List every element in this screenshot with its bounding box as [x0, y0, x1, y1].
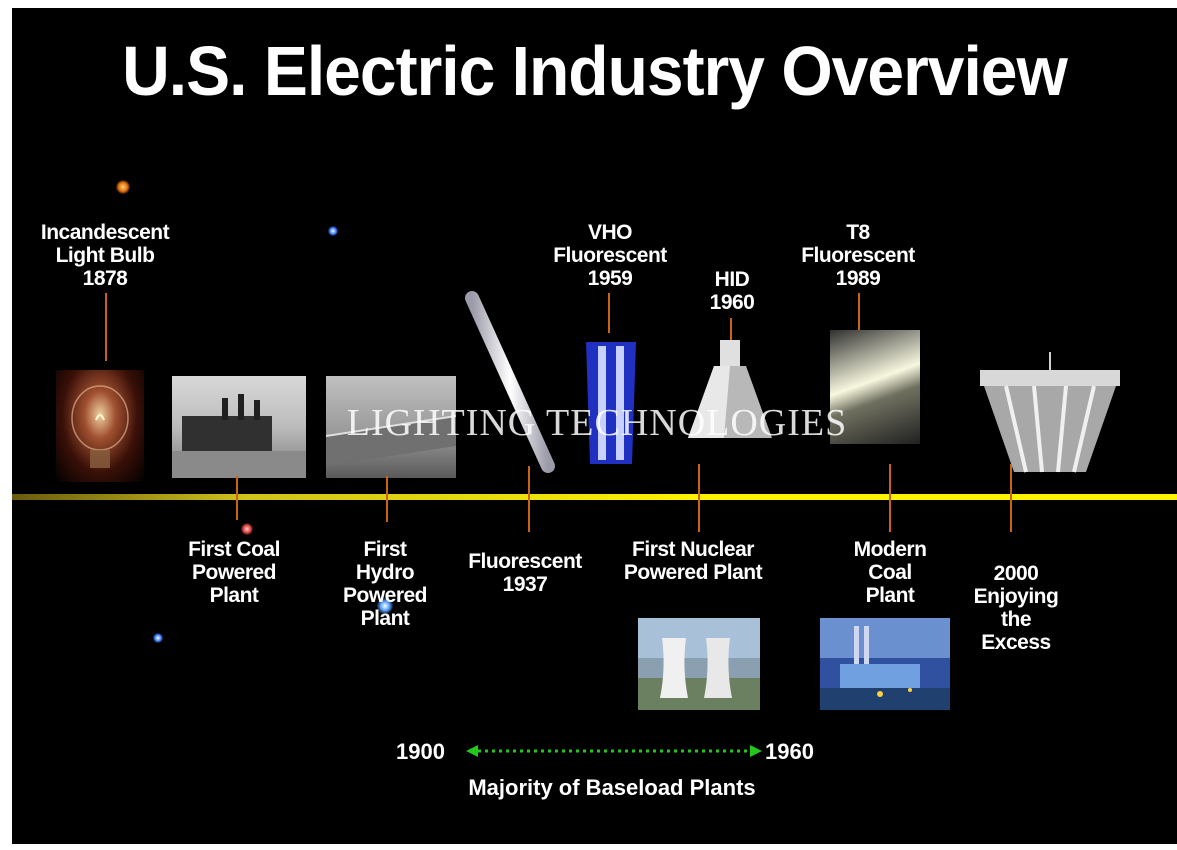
label-first-hydro: First Hydro Powered Plant: [342, 538, 428, 630]
t8-fluorescent-image: [830, 330, 920, 444]
nuclear-plant-image: [638, 618, 760, 710]
star-red: [241, 523, 253, 535]
lighting-technologies-watermark: LIGHTING TECHNOLOGIES: [346, 402, 848, 444]
tick-hydro: [386, 476, 388, 522]
star-orange: [116, 180, 130, 194]
label-first-nuclear: First Nuclear Powered Plant: [623, 538, 763, 584]
coal-plant-image: [172, 376, 306, 478]
tick-incandescent: [105, 293, 107, 361]
label-t8-fluorescent: T8 Fluorescent 1989: [801, 221, 915, 290]
label-fluorescent-1937: Fluorescent 1937: [468, 550, 582, 596]
star-blue: [328, 226, 338, 236]
slide-title: U.S. Electric Industry Overview: [122, 32, 1068, 110]
star-blue-hydro: [377, 598, 393, 614]
tick-nuclear: [698, 464, 700, 532]
fluorescent-tube-image: [465, 291, 555, 473]
hydro-plant-image: [325, 376, 457, 478]
range-end-year: 1960: [765, 739, 814, 764]
tick-fluorescent: [528, 466, 530, 532]
slide: U.S. Electric Industry Overview Incandes…: [12, 8, 1177, 844]
light-bulb-image: [56, 370, 144, 482]
label-enjoying-excess: 2000 Enjoying the Excess: [973, 562, 1059, 654]
label-incandescent: Incandescent Light Bulb 1878: [40, 221, 170, 290]
range-start-year: 1900: [396, 739, 445, 764]
timeline-bar: [12, 494, 1177, 500]
modern-fixture-image: [980, 352, 1120, 473]
range-caption: Majority of Baseload Plants: [468, 775, 756, 800]
label-vho-fluorescent: VHO Fluorescent 1959: [553, 221, 667, 290]
star-blue-small: [153, 633, 163, 643]
hid-lamp-image: [688, 340, 772, 438]
label-first-coal: First Coal Powered Plant: [188, 538, 280, 607]
tick-t8: [858, 293, 860, 333]
tick-vho: [608, 293, 610, 333]
tick-modern-coal: [889, 464, 891, 532]
label-hid: HID 1960: [709, 268, 755, 314]
tick-coal: [236, 476, 238, 520]
label-modern-coal: Modern Coal Plant: [853, 538, 927, 607]
range-arrow: [466, 745, 762, 757]
tick-excess: [1010, 464, 1012, 532]
vho-fixture-image: [586, 342, 636, 464]
modern-coal-plant-image: [820, 618, 950, 710]
